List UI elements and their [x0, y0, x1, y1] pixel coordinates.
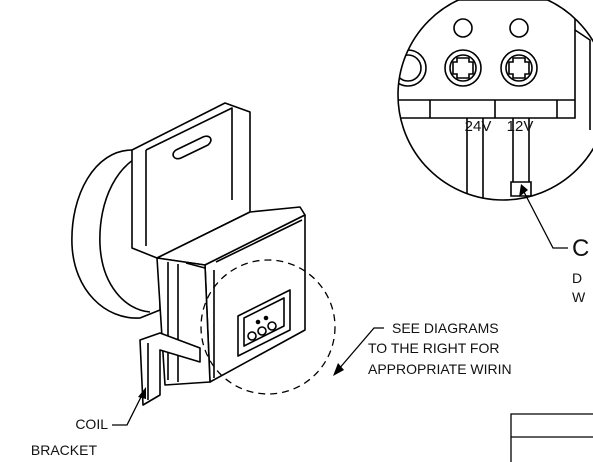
terminal-block-step: [574, 29, 591, 130]
bracket-leader: [112, 394, 143, 426]
connector-pin: [257, 326, 267, 336]
coil-body-edge: [99, 151, 151, 313]
screw-icon: [500, 49, 538, 87]
terminal-hole: [453, 18, 473, 38]
terminal-label-12v: 12V: [507, 118, 534, 135]
terminal-detail-view: [398, 0, 591, 200]
connector-socket-inner: [243, 297, 285, 347]
arrowhead: [138, 387, 146, 399]
bracket-slot: [172, 135, 212, 160]
bracket-callout-line2: BRACKET: [31, 442, 98, 458]
mounting-bracket-fold: [145, 107, 233, 246]
coil-bracket: [139, 332, 201, 406]
diagrams-leader: [337, 327, 384, 371]
terminal-block: [398, 0, 576, 119]
diagrams-callout-line2: TO THE RIGHT FOR: [368, 340, 499, 356]
detail-callout-line2: W: [572, 289, 586, 305]
coil-assembly: [71, 102, 306, 406]
detail-callout-head: C: [572, 235, 589, 262]
wiring-table-partial: [510, 413, 593, 462]
detail-callout-line1: D: [572, 270, 582, 286]
connector-pin: [247, 331, 257, 341]
arrowhead: [333, 363, 344, 376]
diagrams-callout-line1: SEE DIAGRAMS: [392, 320, 499, 336]
coil-housing-side: [156, 257, 211, 386]
detail-view-border: [397, 0, 593, 201]
terminal-label-24v: 24V: [465, 118, 492, 135]
connector-pin: [267, 321, 277, 331]
wire: [512, 118, 530, 182]
connector-pin: [263, 315, 269, 321]
screw-icon: [444, 49, 482, 87]
connector-pin: [255, 319, 261, 325]
detail-circle: [200, 259, 336, 395]
terminal-hole: [509, 18, 529, 38]
detail-leader: [522, 189, 568, 249]
housing-side-detail: [167, 262, 206, 382]
leader-lines: [112, 189, 568, 426]
bracket-callout-line1: COIL: [75, 416, 108, 432]
diagrams-callout-line3: APPROPRIATE WIRIN: [368, 361, 512, 377]
arrowhead: [519, 184, 528, 197]
